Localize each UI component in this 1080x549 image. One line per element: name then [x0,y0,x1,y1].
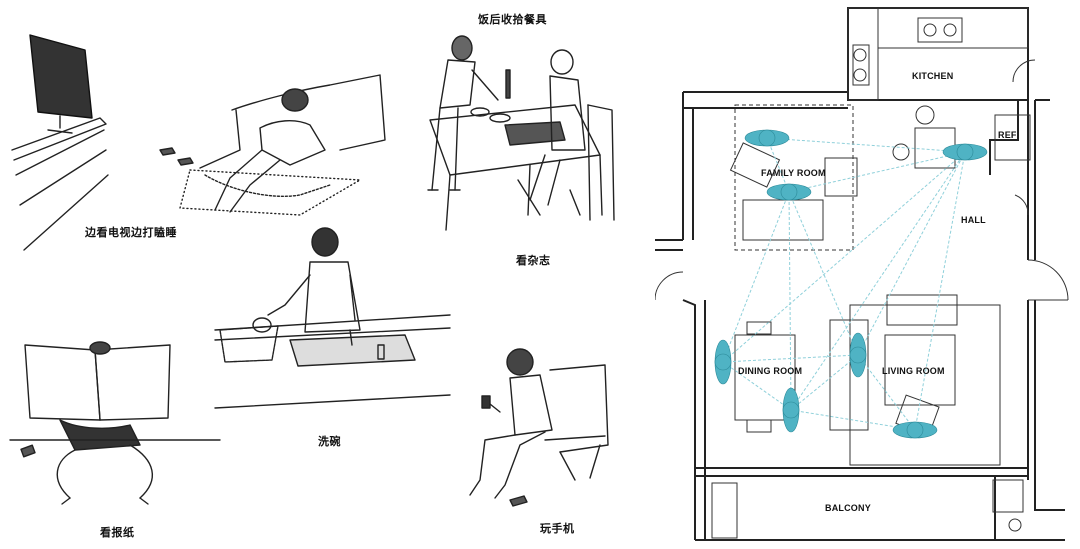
clear-table-sketch [427,35,615,231]
person-marker-living-1 [849,332,867,378]
dining-living-furniture [711,294,1024,539]
room-label-living-room: LIVING ROOM [882,366,945,376]
phone-sketch [469,348,609,507]
room-label-balcony: BALCONY [825,503,871,513]
walls [655,7,1065,541]
person-marker-family-2 [766,183,812,201]
caption-read-magazine: 看杂志 [516,254,551,267]
newspaper-sketch [9,341,221,505]
caption-tv-nap: 边看电视边打瞌睡 [85,226,177,239]
person-marker-living-2 [892,421,938,439]
room-label-dining-room: DINING ROOM [738,366,803,376]
lifestyle-illustrations: 边看电视边打瞌睡 饭后收拾餐具 看杂志 洗碗 看报纸 玩手机 [9,13,615,539]
room-label-family-room: FAMILY ROOM [761,168,826,178]
caption-wash-dishes: 洗碗 [318,435,341,448]
person-marker-family-1 [744,129,790,147]
person-markers [714,129,988,439]
wash-dishes-sketch [214,227,451,409]
floor-plan-canvas [655,7,1069,541]
floor-plan: KITCHEN REF FAMILY ROOM HALL DINING ROOM… [655,0,1080,549]
kitchen-fixtures [847,7,1031,161]
room-label-kitchen: KITCHEN [912,71,954,81]
caption-play-phone: 玩手机 [540,522,575,535]
person-marker-dining-1 [714,339,732,385]
door-swings [655,59,1069,301]
tv-nap-sketch [11,34,386,251]
caption-read-newspaper: 看报纸 [100,526,135,539]
room-label-hall: HALL [961,215,986,225]
magazine-sketch [517,179,581,216]
caption-clear-table: 饭后收拾餐具 [478,13,547,26]
person-marker-dining-2 [782,387,800,433]
sketch-canvas [9,34,615,507]
person-marker-kitchen [942,143,988,161]
room-label-ref: REF [998,130,1017,140]
movement-paths [722,137,966,431]
